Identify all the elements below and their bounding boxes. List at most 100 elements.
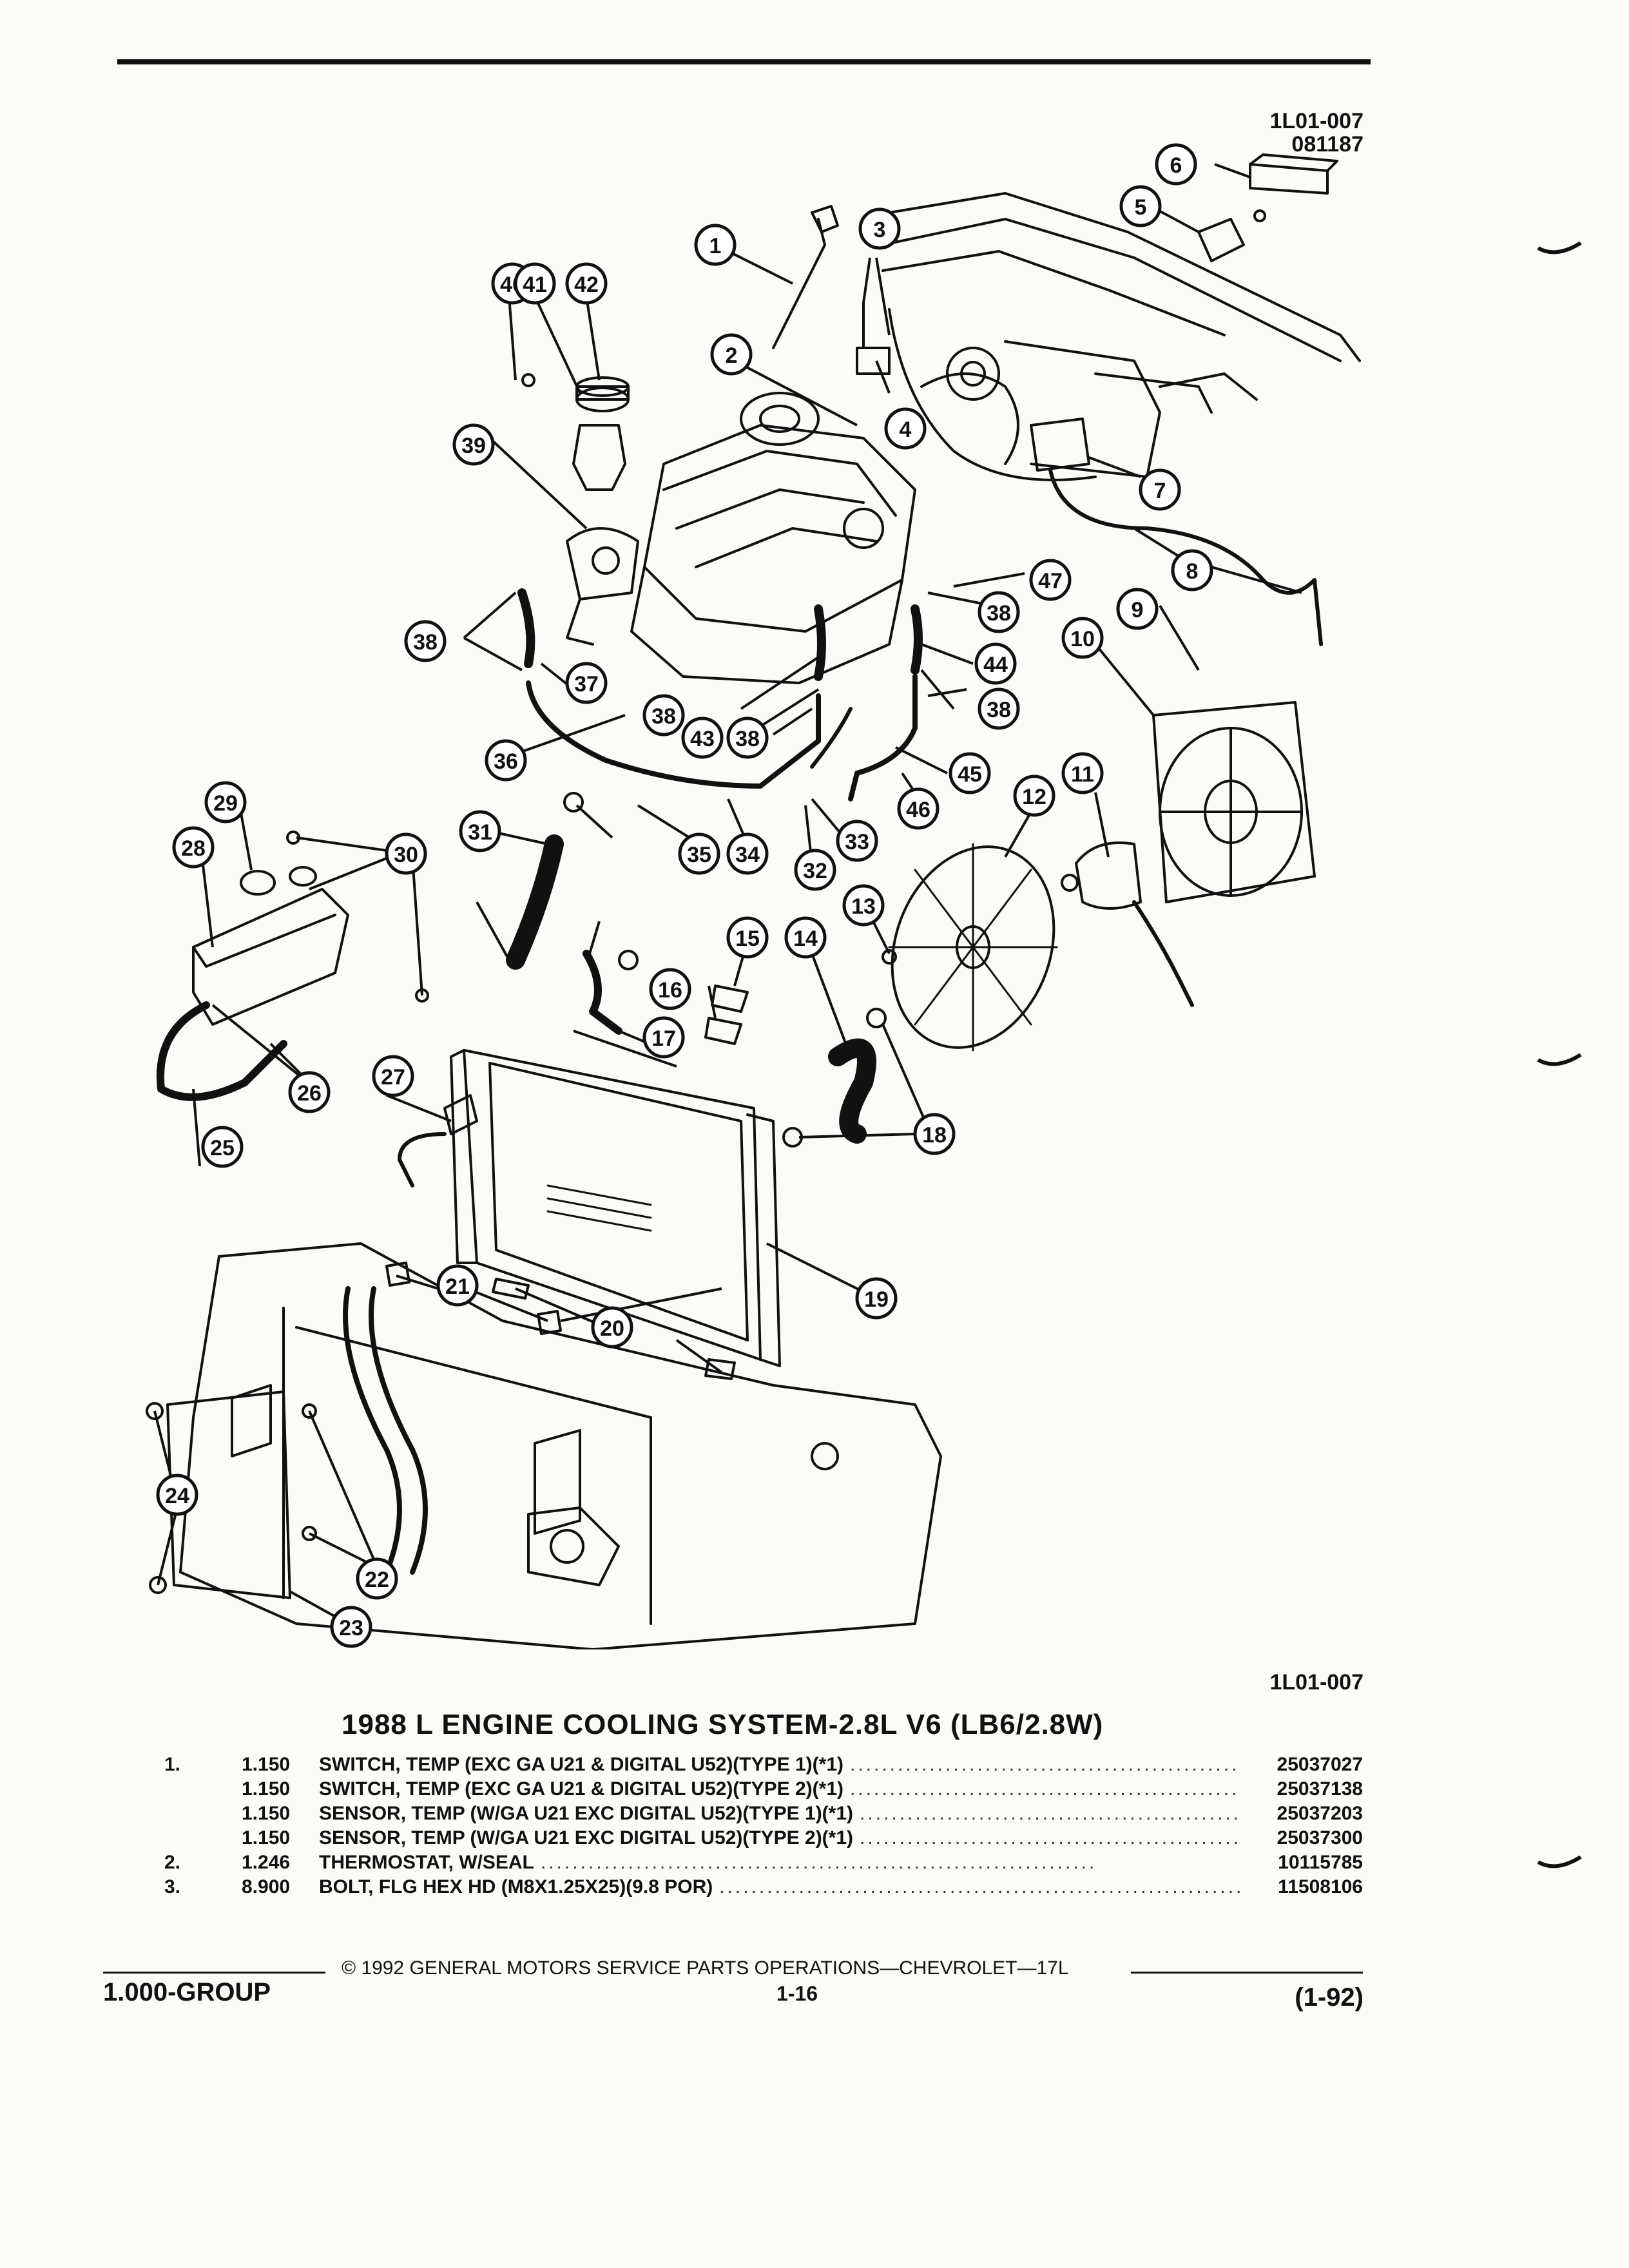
- item-number: [164, 1777, 242, 1802]
- callout-circle: [642, 1016, 685, 1059]
- callout-circle: [1061, 752, 1104, 794]
- callout-circle: [288, 1071, 331, 1113]
- radiator-support: [179, 1242, 942, 1649]
- callout-number: 14: [793, 927, 818, 951]
- parts-row: 3. 8.900 BOLT, FLG HEX HD (M8X1.25X25)(9…: [164, 1875, 1363, 1899]
- callout-11: 11: [1061, 752, 1104, 794]
- parts-row: 1.150 SWITCH, TEMP (EXC GA U21 & DIGITAL…: [164, 1777, 1363, 1802]
- item-number: 1.: [164, 1754, 181, 1775]
- leader-dots: ........................................…: [850, 1754, 1240, 1775]
- callout-circle: [897, 787, 940, 830]
- callout-circle: [855, 1277, 898, 1320]
- cowl-panel: [888, 192, 1361, 362]
- item-group-code: 8.900: [242, 1876, 291, 1898]
- callout-number: 22: [365, 1568, 389, 1592]
- callout-number: 13: [851, 894, 876, 919]
- callout-circle: [949, 752, 991, 794]
- callout-circle: [204, 781, 247, 823]
- bracket-16: [704, 1017, 742, 1045]
- figure-reference: 1L01-007: [1269, 1670, 1364, 1695]
- binding-mark-icon: [1537, 242, 1582, 255]
- leader-dots: ........................................…: [860, 1803, 1240, 1824]
- callout-circle: [842, 884, 885, 927]
- upper-hose-31: [506, 834, 564, 970]
- callout-number: 16: [658, 978, 682, 1003]
- callout-number: 25: [210, 1136, 235, 1160]
- leader-lines: [153, 163, 1302, 1625]
- callout-29: 29: [204, 781, 247, 823]
- callout-number: 38: [735, 727, 760, 751]
- lower-hose-14: [828, 1038, 876, 1144]
- hose-43: [814, 604, 826, 681]
- hose-37: [517, 588, 535, 668]
- item-number: 2.: [164, 1852, 181, 1873]
- figure-id-line-1: 1L01-007: [1269, 109, 1364, 133]
- callout-number: 10: [1070, 627, 1095, 651]
- binding-mark-icon: [1537, 1053, 1582, 1066]
- callout-number: 36: [494, 749, 518, 774]
- parts-row: 1.150 SENSOR, TEMP (W/GA U21 EXC DIGITAL…: [164, 1826, 1363, 1850]
- callout-circle: [330, 1606, 372, 1648]
- callout-circle: [642, 694, 685, 736]
- callout-number: 47: [1038, 569, 1063, 593]
- callout-number: 20: [600, 1316, 624, 1341]
- callout-number: 26: [297, 1081, 322, 1106]
- callout-circle: [1139, 468, 1181, 511]
- bracket-5: [1197, 218, 1245, 262]
- callout-16: 16: [649, 968, 691, 1010]
- callout-15: 15: [726, 916, 769, 959]
- callout-36: 36: [485, 739, 527, 782]
- blower-housing: [1004, 340, 1161, 478]
- item-spec: , FLG HEX HD (M8X1.25X25)(9.8 POR): [368, 1876, 713, 1898]
- callout-number: 44: [983, 653, 1008, 677]
- callout-circle: [726, 916, 769, 959]
- item-spec: , TEMP (W/GA U21 EXC DIGITAL U52)(TYPE 1…: [400, 1803, 854, 1824]
- callout-number: 4: [900, 418, 912, 442]
- callout-44: 44: [974, 642, 1017, 685]
- item-spec: , W/SEAL: [448, 1852, 534, 1873]
- callout-circle: [436, 1264, 479, 1307]
- callout-14: 14: [784, 916, 827, 959]
- callout-37: 37: [565, 662, 608, 704]
- item-description: BOLT, FLG HEX HD (M8X1.25X25)(9.8 POR): [319, 1875, 719, 1899]
- sensor-1: [772, 218, 826, 349]
- callout-4: 4: [884, 407, 927, 450]
- part-number: 10115785: [1278, 1852, 1363, 1873]
- callout-number: 3: [874, 218, 886, 242]
- callout-17: 17: [642, 1016, 685, 1059]
- callout-circle: [591, 1306, 633, 1349]
- callout-circle: [913, 1113, 956, 1155]
- callout-21: 21: [436, 1264, 479, 1307]
- pipe-34: [526, 680, 821, 789]
- callout-1: 1: [694, 224, 737, 266]
- callout-38: 38: [642, 694, 685, 736]
- callout-43: 43: [681, 716, 724, 759]
- callout-circle: [1029, 559, 1072, 601]
- item-group-code: 1.246: [242, 1852, 291, 1873]
- callout-number: 8: [1186, 559, 1199, 584]
- callout-number: 29: [213, 791, 238, 816]
- connector-7: [1030, 418, 1090, 472]
- callout-30: 30: [385, 832, 427, 875]
- callout-46: 46: [897, 787, 940, 830]
- callout-circle: [681, 716, 724, 759]
- page-title: 1988 L ENGINE COOLING SYSTEM-2.8L V6 (LB…: [342, 1709, 1104, 1740]
- fan-motor-11: [1075, 841, 1142, 910]
- callout-42: 42: [565, 262, 608, 305]
- part-number: 11508106: [1278, 1876, 1363, 1898]
- callout-23: 23: [330, 1606, 372, 1648]
- footer-date-code: (1-92): [1295, 1983, 1364, 2012]
- footer-rule-left: [103, 1972, 325, 1974]
- bracket-15: [711, 985, 749, 1013]
- item-group-code: 1.150: [242, 1778, 291, 1800]
- callout-number: 39: [461, 434, 486, 458]
- callout-circle: [172, 826, 215, 869]
- callout-circle: [1013, 774, 1055, 817]
- callout-circle: [459, 810, 501, 852]
- cowl-panel-edge: [882, 218, 1342, 362]
- callout-number: 11: [1071, 762, 1094, 787]
- thermostat-housing: [572, 424, 626, 491]
- callout-circle: [710, 333, 753, 376]
- callout-number: 38: [413, 630, 438, 655]
- callout-number: 42: [574, 273, 599, 297]
